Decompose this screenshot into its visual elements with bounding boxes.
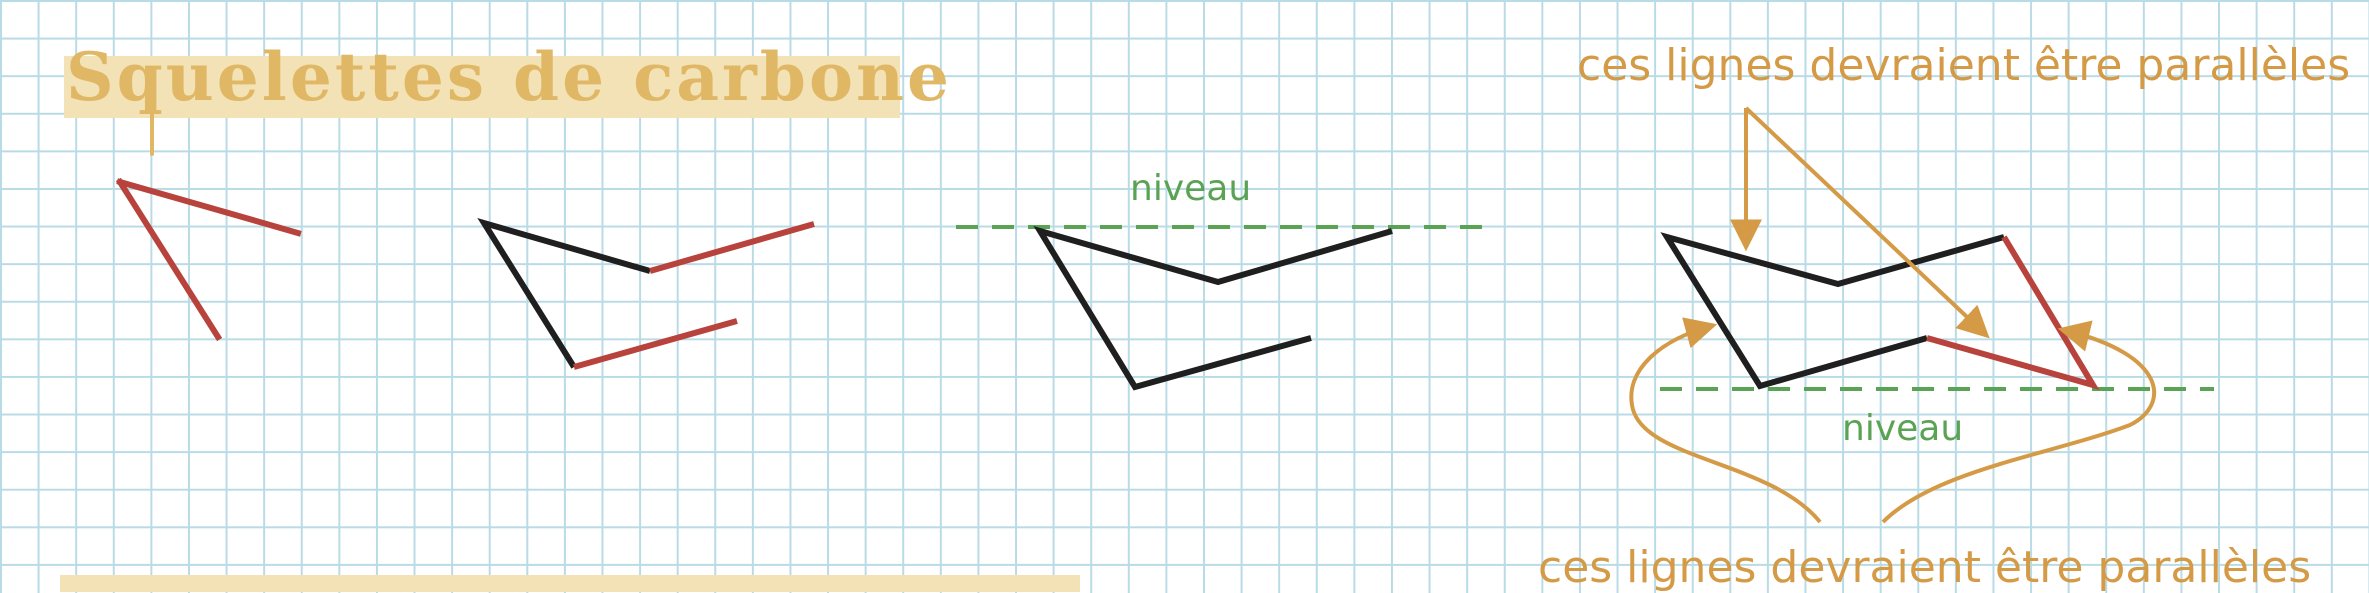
bond-red	[115, 177, 223, 342]
skeleton-step-4	[1629, 106, 2214, 524]
bond-black	[1033, 226, 1393, 391]
skeleton-step-2	[477, 217, 815, 370]
arrow-bottom-right	[1881, 320, 2156, 524]
level-label: niveau	[1130, 168, 1252, 209]
title-underline-stroke	[150, 110, 154, 156]
bond-red	[116, 178, 302, 237]
next-heading-highlight	[60, 575, 1080, 592]
bond-black	[477, 217, 651, 369]
bond-red	[573, 318, 738, 370]
arrow-bottom-left	[1629, 317, 1822, 524]
parallel-note: ces lignes devraient être parallèles	[1538, 542, 2312, 593]
level-label: niveau	[1842, 408, 1964, 449]
skeleton-step-1	[115, 177, 302, 342]
skeleton-step-3	[956, 225, 1495, 391]
arrow-top-diagonal	[1744, 106, 1990, 339]
page-title: Squelettes de carbone	[66, 38, 952, 116]
bond-red	[649, 221, 815, 274]
bond-red	[1926, 235, 2100, 390]
title-highlight	[64, 56, 900, 118]
parallel-note: ces lignes devraient être parallèles	[1577, 40, 2351, 91]
bond-black	[1660, 232, 2005, 390]
